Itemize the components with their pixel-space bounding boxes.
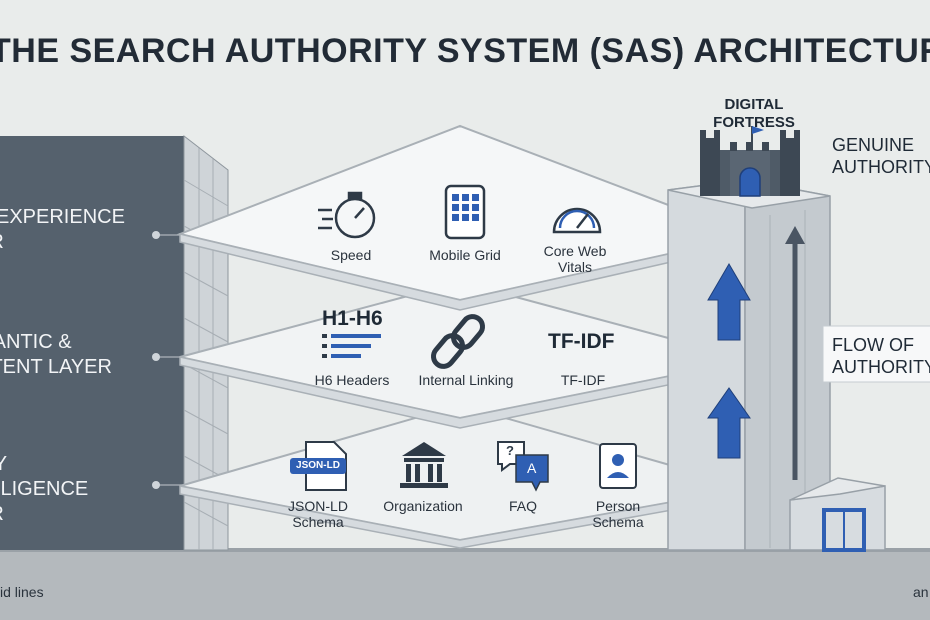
tag-tf-idf: TF-IDF: [548, 330, 615, 353]
label-h6-headers: H6 Headers: [314, 372, 390, 388]
flow-line-arrow: [785, 226, 805, 480]
layer-label-experience: R EXPERIENCE ER: [0, 206, 125, 253]
label-organization: Organization: [383, 498, 463, 514]
json-ld-badge: JSON-LD: [296, 460, 340, 471]
faq-question-glyph: ?: [506, 443, 514, 458]
chain-link-icon: [431, 314, 485, 369]
digital-fortress-label: DIGITAL FORTRESS: [713, 96, 795, 131]
ground-edge: [0, 548, 930, 552]
person-card-icon: [599, 443, 637, 489]
ground: [0, 548, 930, 620]
layer-label-semantic: MANTIC & NTENT LAYER: [0, 331, 112, 378]
header-lines-icon: [322, 334, 381, 358]
left-layer-slab: [0, 136, 184, 550]
castle-icon: [700, 126, 800, 197]
label-speed: Speed: [330, 247, 372, 263]
flow-arrow-icon: [707, 263, 751, 459]
label-core-web-vitals: Core Web Vitals: [543, 243, 607, 275]
label-tf-idf: TF-IDF: [560, 372, 606, 388]
label-mobile-grid: Mobile Grid: [429, 247, 501, 263]
label-person-schema: Person Schema: [592, 498, 644, 530]
layer-label-entity: ITY ELLIGENCE ER: [0, 453, 89, 525]
small-building: [789, 477, 886, 552]
flow-callout-box: [822, 325, 930, 383]
tag-h1-h6: H1-H6: [322, 307, 383, 330]
genuine-authority-label: GENUINE AUTHORITY: [832, 135, 930, 177]
gauge-icon: [552, 207, 602, 234]
footer-right-text: an: [913, 584, 929, 600]
tablet-grid-icon: [444, 184, 486, 240]
footer-left-text: id lines: [0, 584, 44, 600]
label-internal-linking: Internal Linking: [418, 372, 514, 388]
label-json-ld-schema: JSON-LD Schema: [288, 498, 348, 530]
json-file-icon: [290, 441, 347, 491]
faq-bubbles-icon: [497, 441, 549, 492]
institution-icon: [400, 442, 448, 488]
label-faq: FAQ: [508, 498, 537, 514]
stopwatch-icon: [318, 191, 376, 239]
faq-answer-glyph: A: [527, 460, 537, 476]
flow-of-authority-label: FLOW OF AUTHORITY: [832, 335, 930, 377]
diagram-title: THE SEARCH AUTHORITY SYSTEM (SAS) ARCHIT…: [0, 32, 930, 70]
